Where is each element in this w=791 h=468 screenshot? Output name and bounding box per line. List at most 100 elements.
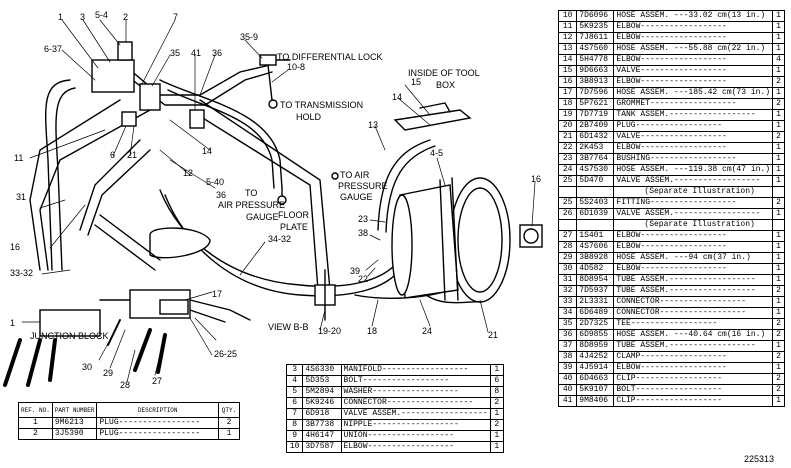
leader-dots: ------------------ bbox=[640, 363, 727, 372]
description-text: TANK ASSEM. bbox=[616, 110, 670, 119]
header-part-number: PART NUMBER bbox=[51, 402, 98, 418]
part-number-cell: 5S2403 bbox=[576, 197, 615, 209]
callout-2: 2 bbox=[123, 12, 129, 22]
description-cell: VALVE ASSEM.------------------ bbox=[341, 408, 491, 420]
description-cell: CLIP------------------ bbox=[613, 373, 774, 385]
part-number-cell: 9D6663 bbox=[576, 65, 615, 77]
table-row: 2 3J5390 PLUG----------------- 1 bbox=[18, 428, 240, 440]
ref-cell: 28 bbox=[558, 241, 578, 253]
leader-dots: ------------------ bbox=[650, 99, 737, 108]
leader-dots: ------------------ bbox=[362, 376, 450, 385]
ref-cell: 35 bbox=[558, 318, 578, 330]
callout-14-mid: 14 bbox=[202, 146, 213, 156]
label-gauge-right: GAUGE bbox=[340, 192, 373, 202]
callout-38: 23 bbox=[358, 214, 369, 224]
label-to: TO bbox=[245, 188, 258, 198]
callout-22: 39 bbox=[350, 266, 361, 276]
label-pressure: PRESSURE bbox=[338, 181, 388, 191]
qty-cell: 1 bbox=[772, 43, 785, 55]
description-text: ELBOW bbox=[616, 231, 641, 240]
callout-39: 38 bbox=[358, 228, 369, 238]
hydraulic-air-system-diagram: 1 3 5-4 2 7 6-37 35 41 36 35-9 10-8 15 1… bbox=[3, 10, 543, 390]
table-header-row: REF. NO. PART NUMBER DESCRIPTION QTY. bbox=[18, 402, 240, 418]
description-cell: HOSE ASSEM. ---33.02 cm(13 in.) bbox=[613, 10, 774, 22]
cylinder bbox=[149, 227, 211, 259]
part-number-cell: 5D470 bbox=[576, 175, 615, 187]
leader-dots: ------------------ bbox=[640, 264, 727, 273]
ref-cell: 22 bbox=[558, 142, 578, 154]
qty-cell: 2 bbox=[218, 417, 240, 429]
ref-cell: 39 bbox=[558, 362, 578, 374]
part-number-cell: 4J4252 bbox=[576, 351, 615, 363]
ref-cell: 12 bbox=[558, 32, 578, 44]
ref-cell: 40 bbox=[558, 373, 578, 385]
description-text: ELBOW bbox=[616, 77, 641, 86]
description-cell: CONNECTOR------------------ bbox=[341, 397, 491, 409]
part-number-cell: 4S7606 bbox=[576, 241, 615, 253]
description-cell: PLUG----------------- bbox=[96, 428, 219, 440]
callout-1-low: 17 bbox=[212, 289, 223, 299]
description-cell: ELBOW------------------ bbox=[613, 142, 774, 154]
qty-cell: 1 bbox=[772, 263, 785, 275]
header-ref-no: REF. NO. bbox=[18, 402, 53, 418]
qty-cell: 1 bbox=[772, 109, 785, 121]
ref-cell bbox=[558, 186, 578, 198]
part-number-cell: 6D9855 bbox=[576, 329, 615, 341]
header-description: DESCRIPTION bbox=[96, 402, 219, 418]
description-cell: HOSE ASSEM. ---94 cm(37 in.) bbox=[613, 252, 774, 264]
description-text: VALVE ASSEM. bbox=[616, 209, 675, 218]
qty-cell: 1 bbox=[772, 10, 785, 22]
label-plate: PLATE bbox=[280, 222, 308, 232]
description-cell: WASHER------------------ bbox=[341, 386, 491, 398]
hose-to-gauge bbox=[159, 79, 283, 189]
description-text: HOSE ASSEM. ---185.42 cm(73 in.) bbox=[616, 88, 771, 97]
qty-cell: 1 bbox=[772, 252, 785, 264]
description-text: VALVE bbox=[616, 132, 641, 141]
description-cell: HOSE ASSEM. ---55.88 cm(22 in.) bbox=[613, 43, 774, 55]
part-number-cell: 5D353 bbox=[302, 375, 342, 387]
qty-cell: 1 bbox=[772, 153, 785, 165]
description-text: TUBE ASSEM. bbox=[616, 275, 670, 284]
qty-cell: 2 bbox=[772, 131, 785, 143]
qty-cell: 1 bbox=[772, 274, 785, 286]
description-cell: ELBOW------------------ bbox=[341, 441, 491, 453]
qty-cell: 1 bbox=[772, 142, 785, 154]
part-number-cell: 7D7596 bbox=[576, 87, 615, 99]
description-cell: ELBOW------------------ bbox=[613, 54, 774, 66]
ref-cell: 19 bbox=[558, 109, 578, 121]
leader-dots: ------------------ bbox=[640, 352, 727, 361]
callout-15: 15 bbox=[411, 77, 422, 87]
leader-dots: ------------------ bbox=[630, 319, 718, 328]
part-number-cell: 5H4778 bbox=[576, 54, 615, 66]
label-to-air: TO AIR bbox=[340, 170, 370, 180]
callout-14-top: 14 bbox=[392, 92, 403, 102]
callout-17: 21 bbox=[488, 330, 499, 340]
description-cell: UNION------------------ bbox=[341, 430, 491, 442]
qty-cell: 1 bbox=[772, 120, 785, 132]
part-number-cell bbox=[576, 186, 615, 198]
qty-cell: 6 bbox=[490, 375, 504, 387]
description-text: HOSE ASSEM. ---119.38 cm(47 in.) bbox=[616, 165, 771, 174]
callout-27: 28 bbox=[120, 380, 131, 390]
label-inside-of-tool: INSIDE OF TOOL bbox=[408, 68, 480, 78]
ref-cell: 6 bbox=[286, 397, 304, 409]
